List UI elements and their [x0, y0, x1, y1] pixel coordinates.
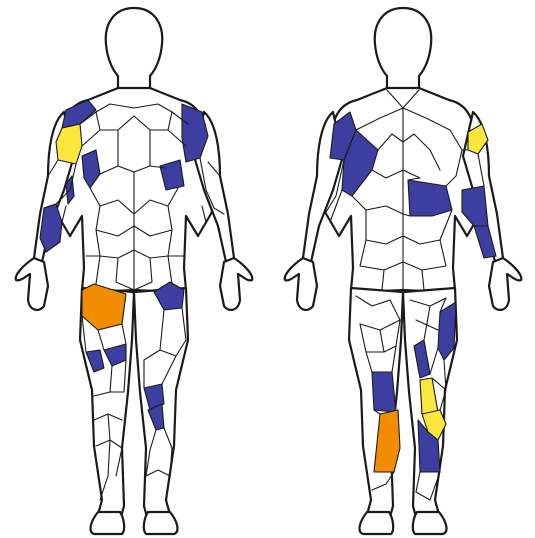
- back-patch-left-hamstring-lower: [372, 372, 396, 412]
- back-right-hand: [489, 258, 521, 310]
- front-body-figure: [16, 8, 253, 534]
- back-left-hand: [285, 258, 317, 310]
- front-right-hand: [220, 258, 252, 310]
- front-patch-left-biceps: [40, 204, 62, 252]
- back-right-foot: [413, 512, 447, 534]
- back-head: [375, 8, 432, 90]
- front-left-foot: [91, 512, 125, 534]
- back-body-figure: [285, 8, 522, 534]
- front-left-hand: [16, 258, 48, 310]
- front-head: [106, 8, 163, 90]
- back-patch-right-lower-back: [408, 180, 452, 216]
- back-left-foot: [360, 512, 394, 534]
- front-right-foot: [144, 512, 178, 534]
